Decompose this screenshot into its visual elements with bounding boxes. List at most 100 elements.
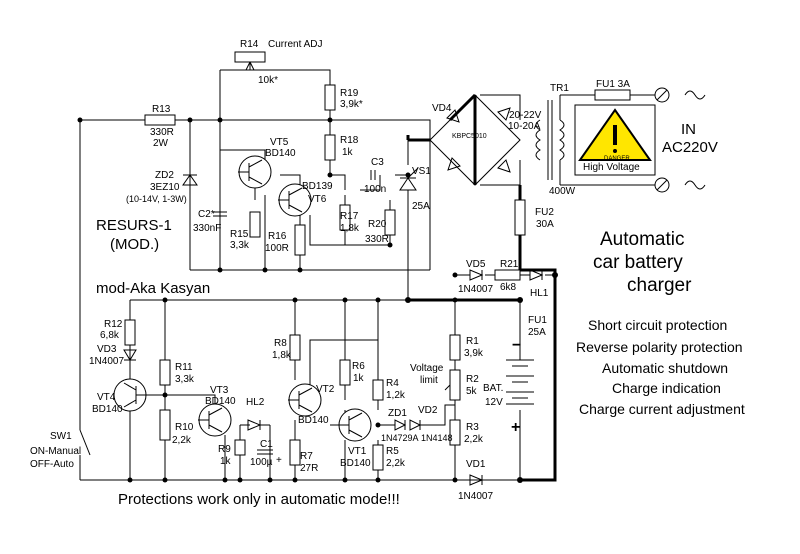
model-author: mod-Aka Kasyan <box>96 280 211 297</box>
fu2-value: 30A <box>536 219 554 230</box>
r19-value: 3,9k* <box>340 99 363 110</box>
c1-symbol <box>257 449 273 455</box>
r3-ref: R3 <box>466 422 479 433</box>
fu1-value: 25A <box>528 327 546 338</box>
r7-ref: R7 <box>300 451 313 462</box>
r10-value: 2,2k <box>172 435 191 446</box>
r2-ref: R2 <box>466 374 479 385</box>
vd1-ref: VD1 <box>466 459 486 470</box>
c3-symbol <box>370 170 376 180</box>
current-adj-label: Current ADJ <box>268 39 323 50</box>
diode-symbols <box>123 167 544 486</box>
vd1-symbol <box>469 474 484 486</box>
model-name: RESURS-1 <box>96 217 172 234</box>
r13-watt: 2W <box>153 138 168 149</box>
r19-symbol <box>324 84 336 111</box>
r4-value: 1,2k <box>386 390 405 401</box>
vd5-part: 1N4007 <box>458 284 494 295</box>
r8-symbol <box>289 334 301 361</box>
r18-value: 1k <box>342 147 353 158</box>
voltage-limit-1: Voltage <box>410 363 444 374</box>
r5-symbol <box>372 444 384 471</box>
r17-symbol <box>339 204 351 231</box>
vd4-label: VD4 <box>432 103 452 114</box>
title-line-3: charger <box>627 275 692 296</box>
zd1-ref: ZD1 <box>388 408 407 419</box>
c1-plus: + <box>276 455 282 466</box>
r16-ref: R16 <box>268 231 287 242</box>
vt1-part: BD140 <box>340 458 371 469</box>
r7-value: 27R <box>300 463 319 474</box>
input-voltage: AC220V <box>662 139 718 156</box>
vd3-symbol <box>123 349 137 361</box>
voltage-limit-2: limit <box>420 375 438 386</box>
zd1-symbol <box>394 419 407 431</box>
vt3-part: BD140 <box>205 396 236 407</box>
r15-symbol <box>249 211 261 238</box>
r6-ref: R6 <box>352 361 365 372</box>
c2-value: 330nF <box>193 223 222 234</box>
r2-value: 5k <box>466 386 477 397</box>
feature-item: Reverse polarity protection <box>576 339 743 355</box>
vd3-ref: VD3 <box>97 344 117 355</box>
r9-symbol <box>234 439 246 456</box>
r11-ref: R11 <box>175 362 193 373</box>
fu1-label: FU1 <box>528 315 547 326</box>
r20-ref: R20 <box>368 219 387 230</box>
vt2-part: BD140 <box>298 415 329 426</box>
zd2-ref: ZD2 <box>155 170 174 181</box>
battery-symbol <box>506 359 534 405</box>
r3-value: 2,2k <box>464 434 483 445</box>
r2-wiper <box>444 384 451 391</box>
r17-ref: R17 <box>340 211 359 222</box>
r1-ref: R1 <box>466 336 479 347</box>
sw1-off: OFF-Auto <box>30 459 74 470</box>
vd1-part: 1N4007 <box>458 491 494 502</box>
r1-symbol <box>449 334 461 361</box>
r19-ref: R19 <box>340 88 359 99</box>
r5-value: 2,2k <box>386 458 405 469</box>
r12-ref: R12 <box>104 319 123 330</box>
r12-value: 6,8k <box>100 330 119 341</box>
r3-symbol <box>449 419 461 446</box>
r14-wiper <box>245 61 255 71</box>
r8-ref: R8 <box>274 338 287 349</box>
transformer-symbol <box>535 100 565 180</box>
c1-value: 100µ <box>250 457 273 468</box>
r11-symbol <box>159 359 171 386</box>
r11-value: 3,3k <box>175 374 194 385</box>
danger-text: High Voltage <box>583 162 640 173</box>
c2-ref: C2* <box>198 209 215 220</box>
vt5-ref: VT5 <box>270 137 289 148</box>
r10-symbol <box>159 409 171 441</box>
vd2-part: 1N4148 <box>421 433 453 443</box>
model-mod: (MOD.) <box>110 236 160 253</box>
tr1-power: 400W <box>549 186 576 197</box>
vd3-part: 1N4007 <box>89 356 125 367</box>
c3-ref: C3 <box>371 157 384 168</box>
tr1-label: TR1 <box>550 83 569 94</box>
vt1-ref: VT1 <box>348 446 367 457</box>
hl1-symbol <box>529 269 544 281</box>
feature-item: Short circuit protection <box>588 317 728 333</box>
battery-ref: BAT. <box>483 383 504 394</box>
bridge-out-v: 20-22V <box>509 110 542 121</box>
r13-symbol <box>144 114 176 126</box>
zd2-symbol <box>182 174 198 186</box>
danger-symbol <box>574 104 656 176</box>
r18-symbol <box>324 134 336 161</box>
fu2-label: FU2 <box>535 207 554 218</box>
r14-symbol <box>234 51 266 63</box>
r5-ref: R5 <box>386 446 399 457</box>
vt5-part: BD140 <box>265 148 296 159</box>
sw1-label: SW1 <box>50 431 72 442</box>
r7-symbol <box>289 439 301 466</box>
r12-symbol <box>124 319 136 346</box>
vd5-ref: VD5 <box>466 259 486 270</box>
r4-ref: R4 <box>386 378 399 389</box>
c1-ref: C1 <box>260 439 273 450</box>
ac-plugs <box>654 87 706 193</box>
r9-ref: R9 <box>218 444 231 455</box>
r8-value: 1,8k <box>272 350 291 361</box>
